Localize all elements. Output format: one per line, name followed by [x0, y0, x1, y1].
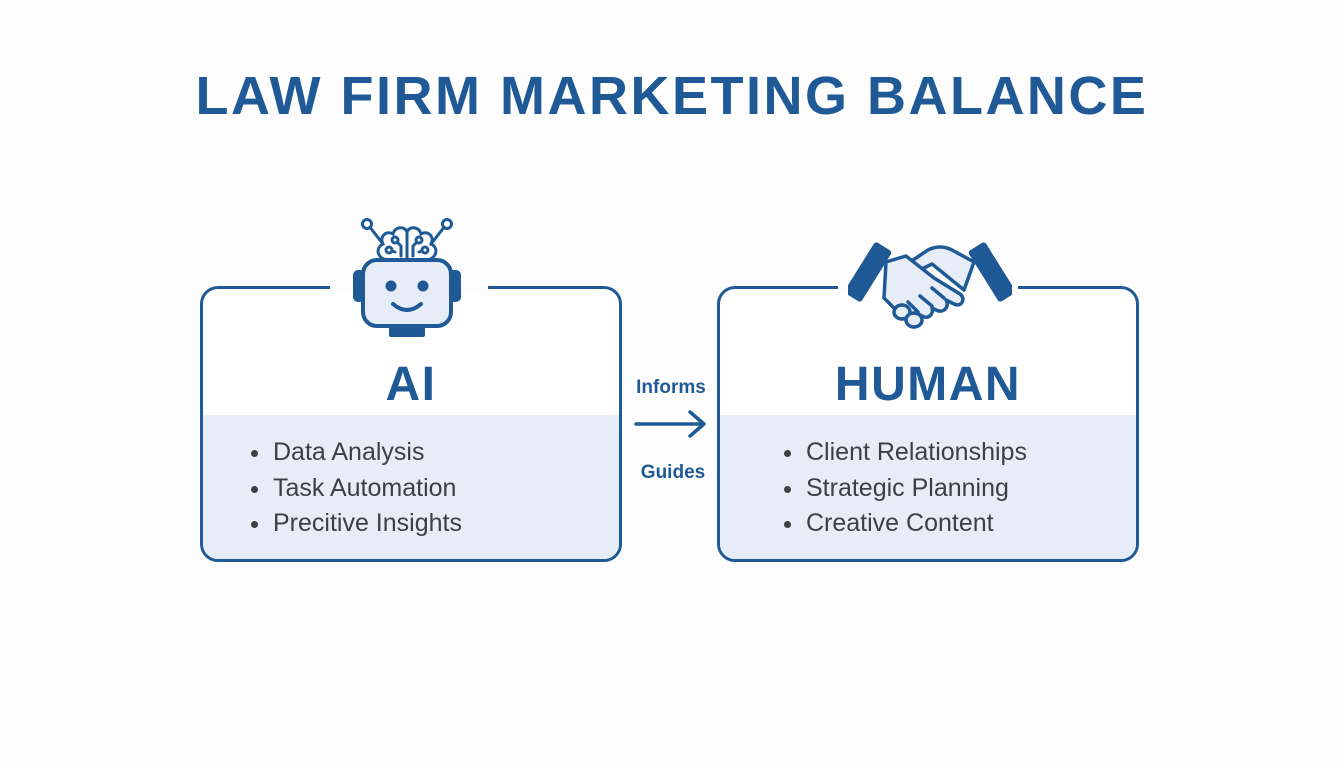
- list-item: Strategic Planning: [782, 471, 1027, 507]
- list-item: Data Analysis: [249, 435, 462, 471]
- ai-heading: AI: [385, 358, 437, 411]
- human-panel: HUMAN Client Relationships Strategic Pla…: [717, 286, 1139, 562]
- ai-list: Data Analysis Task Automation Precitive …: [249, 435, 462, 542]
- robot-brain-icon: [353, 218, 461, 337]
- human-list: Client Relationships Strategic Planning …: [782, 435, 1027, 542]
- diagram-title: LAW FIRM MARKETING BALANCE: [195, 66, 1149, 126]
- guides-label: Guides: [640, 462, 706, 483]
- list-item: Task Automation: [249, 471, 462, 507]
- list-item: Creative Content: [782, 506, 1027, 542]
- handshake-icon: [848, 242, 1012, 329]
- ai-panel-fill: [203, 415, 619, 559]
- list-item: Precitive Insights: [249, 506, 462, 542]
- informs-label: Informs: [636, 377, 706, 398]
- human-heading: HUMAN: [834, 358, 1022, 411]
- arrow-right-icon: [634, 410, 706, 438]
- list-item: Client Relationships: [782, 435, 1027, 471]
